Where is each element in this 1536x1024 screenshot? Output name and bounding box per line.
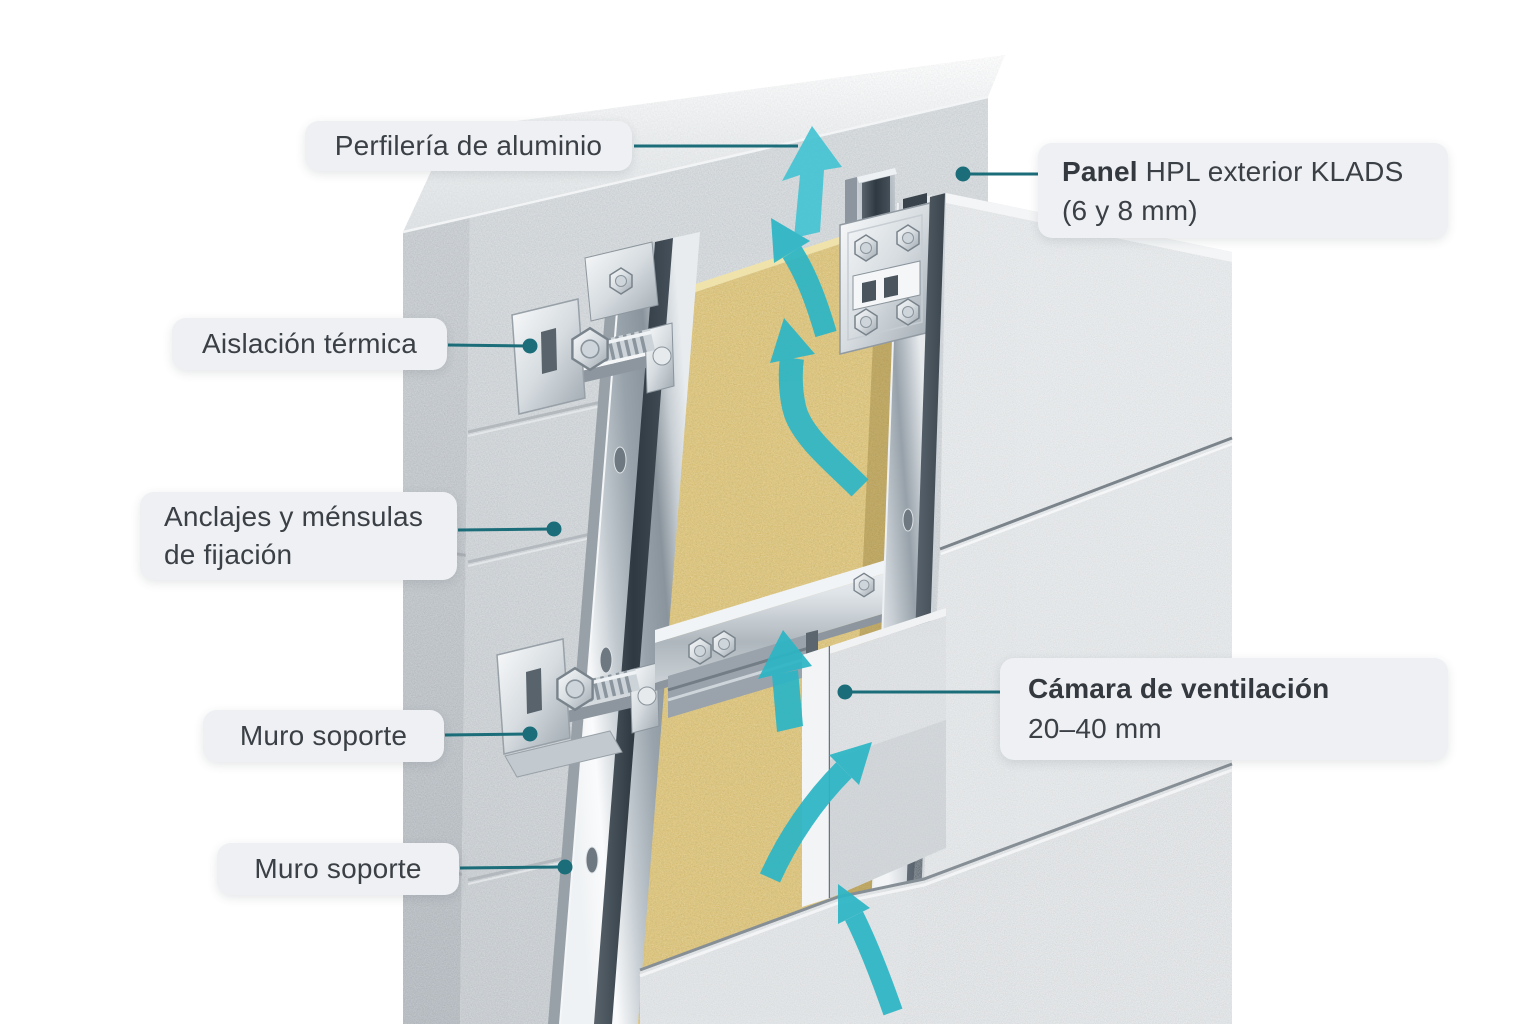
leader-anclajes <box>457 527 553 532</box>
label-camara: Cámara de ventilación 20–40 mm <box>1000 658 1448 760</box>
anchor-bracket-lower <box>496 638 660 778</box>
label-panel-hpl-line1: Panel HPL exterior KLADS <box>1062 152 1403 191</box>
airflow-arrows <box>758 126 903 1016</box>
label-perfileria: Perfilería de aluminio <box>305 121 632 171</box>
top-bracket-assembly <box>839 168 931 355</box>
label-muro-soporte-1-text: Muro soporte <box>239 720 408 751</box>
leader-muro-1 <box>444 732 529 737</box>
label-aislacion: Aislación térmica <box>172 318 447 370</box>
label-muro-soporte-2-text: Muro soporte <box>254 853 422 884</box>
label-camara-line2: 20–40 mm <box>1028 713 1162 744</box>
label-camara-line1: Cámara de ventilación <box>1028 669 1329 709</box>
leader-muro-2 <box>459 865 564 870</box>
label-camara-lead: Cámara de ventilación <box>1028 673 1330 704</box>
anchor-bracket-upper <box>511 298 675 415</box>
leader-lines <box>444 144 1040 875</box>
airflow-arrow-top <box>782 126 842 238</box>
label-aislacion-text: Aislación térmica <box>201 328 418 359</box>
label-panel-hpl-lead: Panel <box>1062 155 1138 187</box>
leader-aislacion <box>447 343 529 348</box>
label-anclajes-line2: de fijación <box>164 539 293 570</box>
label-anclajes-line1: Anclajes y ménsulas <box>164 501 424 532</box>
label-anclajes: Anclajes y ménsulas de fijación <box>140 492 457 580</box>
aluminum-profile-left <box>548 232 700 1024</box>
label-muro-soporte-2: Muro soporte <box>217 843 459 895</box>
label-muro-soporte-1: Muro soporte <box>203 710 444 762</box>
label-panel-hpl-line2: (6 y 8 mm) <box>1062 194 1198 226</box>
label-perfileria-text: Perfilería de aluminio <box>334 130 603 161</box>
label-panel-hpl-rest: HPL exterior KLADS <box>1137 155 1404 187</box>
label-panel-hpl: Panel HPL exterior KLADS (6 y 8 mm) <box>1038 143 1448 238</box>
